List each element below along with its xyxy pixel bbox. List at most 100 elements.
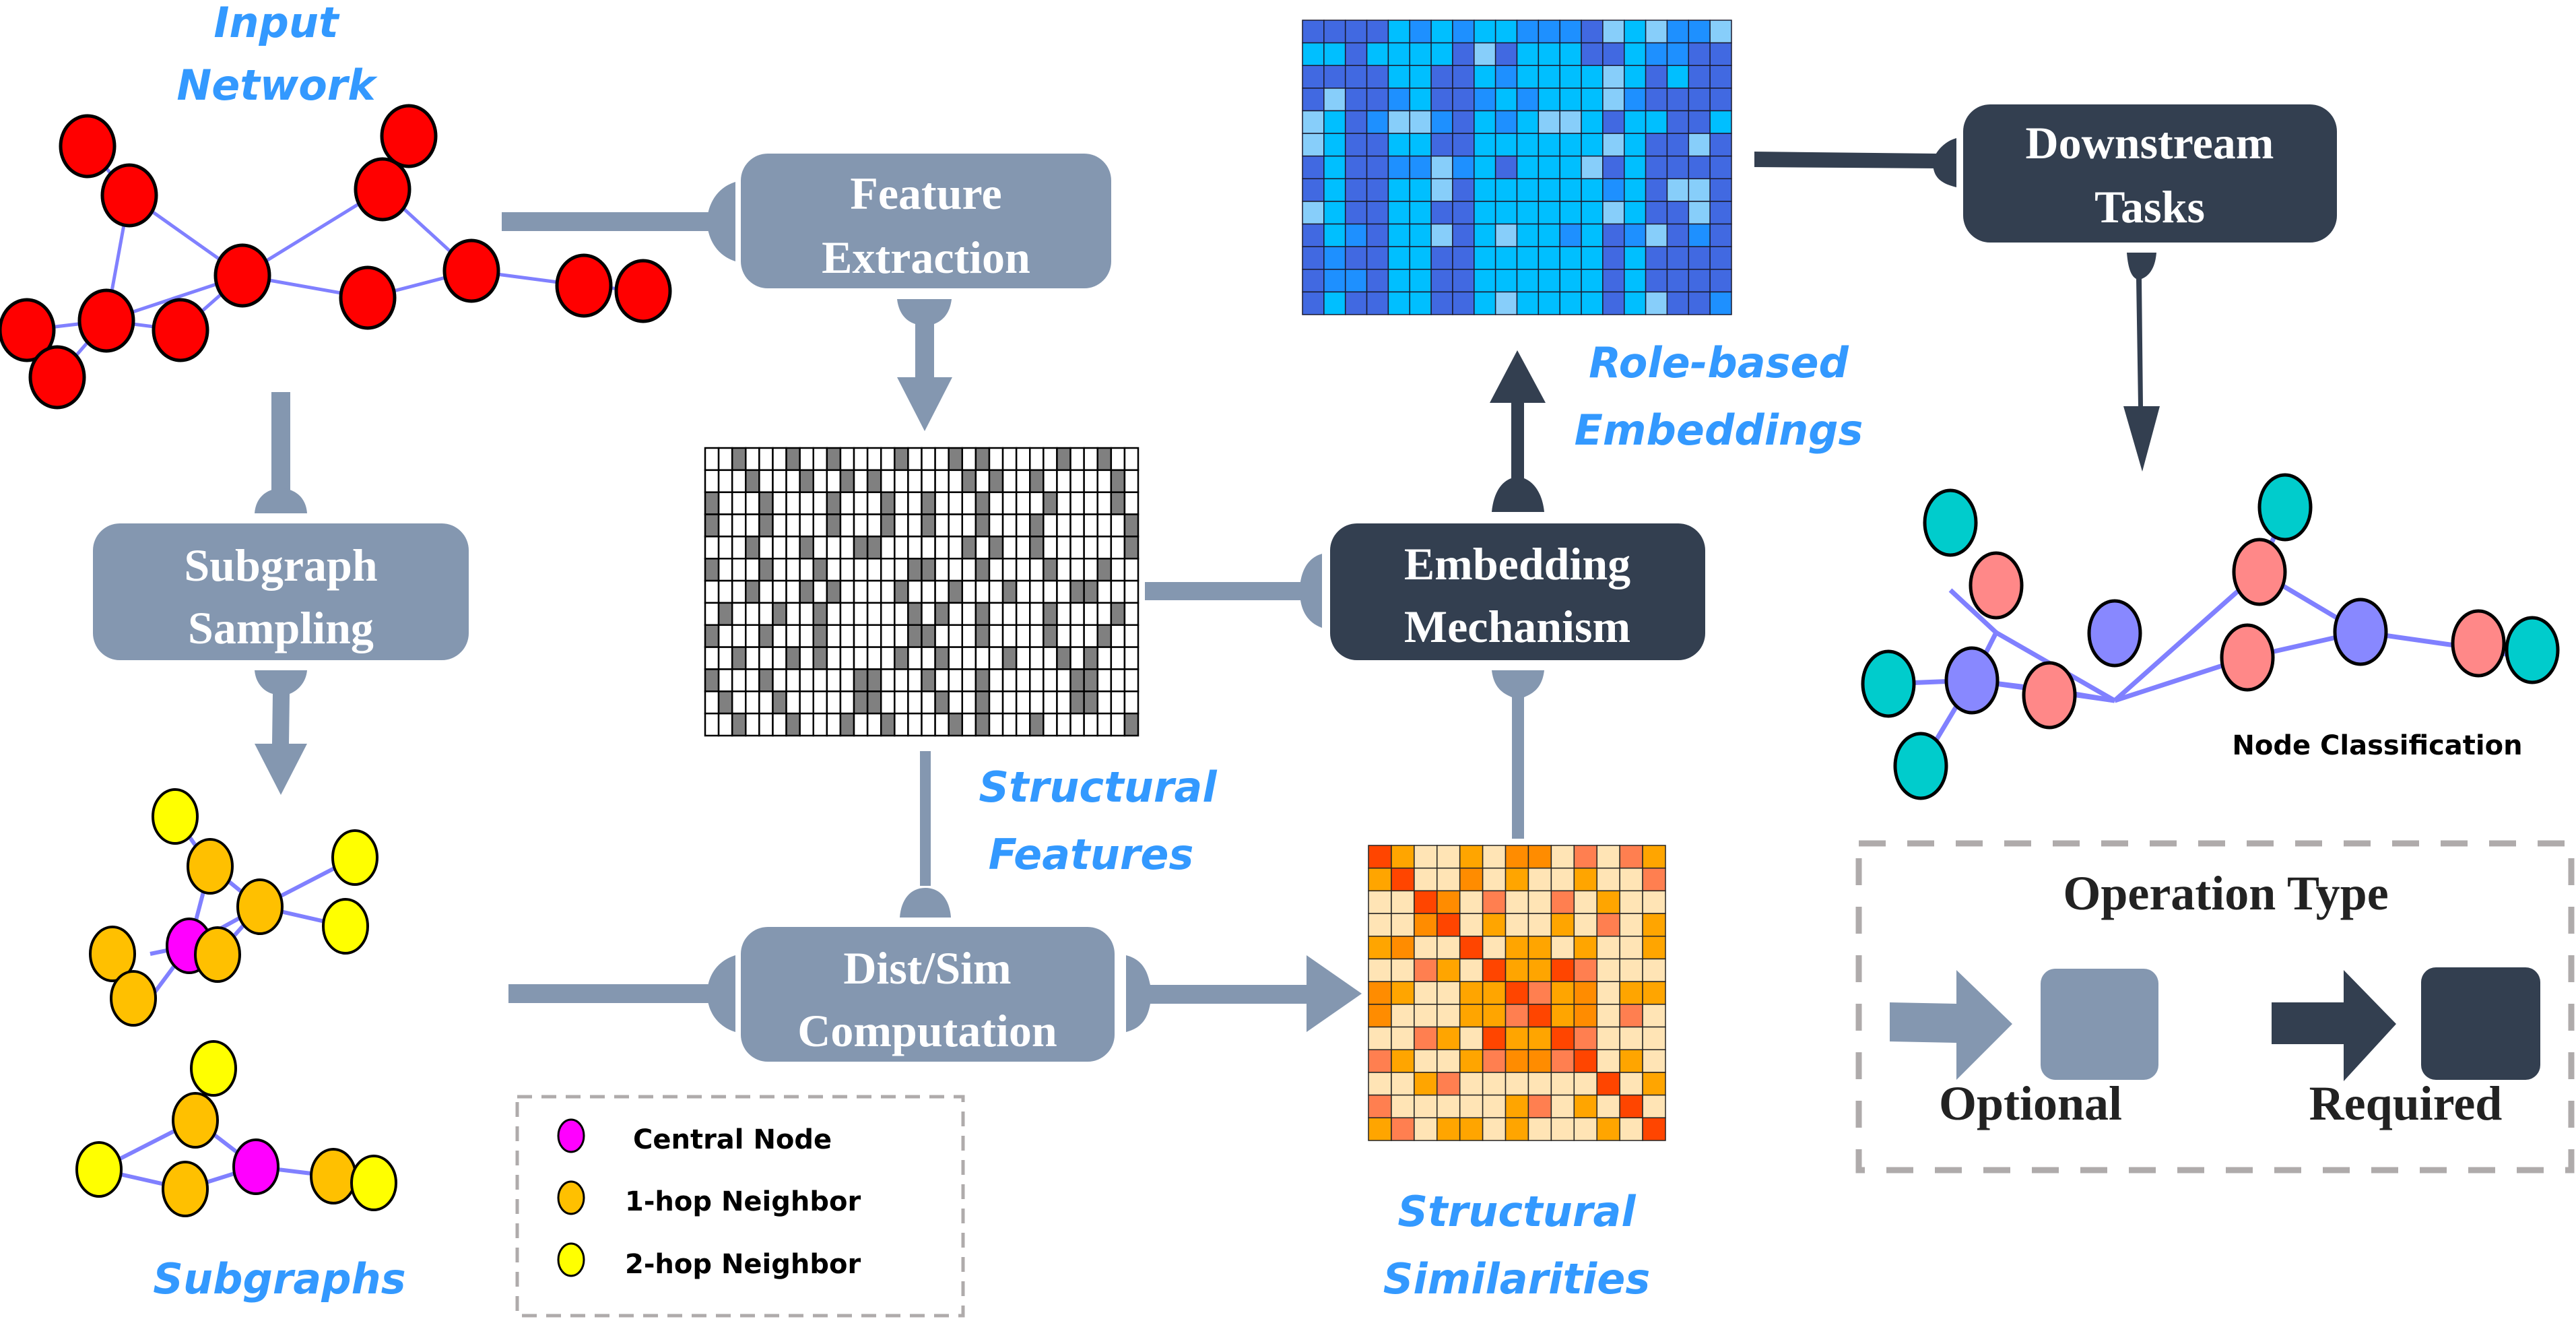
feature-cell <box>1096 447 1113 472</box>
feature-cell <box>948 557 964 582</box>
feature-cell <box>785 579 801 604</box>
feature-cell <box>1043 624 1058 648</box>
embedding-cell <box>1538 42 1560 66</box>
embedding-cell <box>1366 88 1389 112</box>
feature-cell <box>812 579 828 604</box>
feature-cell <box>948 447 964 472</box>
similarity-cell <box>1482 1049 1507 1073</box>
embedding-cell <box>1409 110 1432 134</box>
similarity-cell <box>1642 867 1666 892</box>
embedding-cell <box>1409 20 1432 44</box>
feature-cell <box>853 690 869 715</box>
node-legend-item-central: Central Node <box>557 1118 832 1155</box>
feature-cell <box>704 447 720 472</box>
feature-cell <box>1123 536 1140 560</box>
label-structural-similarities-line1: Structural <box>1397 1187 1636 1236</box>
feature-cell <box>853 602 869 626</box>
feature-cell <box>961 536 977 560</box>
feature-cell <box>839 536 855 560</box>
feature-cell <box>907 469 923 493</box>
feature-cell <box>907 557 923 582</box>
embedding-cell <box>1323 178 1346 202</box>
feature-cell <box>1043 579 1058 604</box>
embedding-cell <box>1538 223 1560 247</box>
similarity-cell <box>1505 936 1529 960</box>
feature-cell <box>988 513 1004 538</box>
embedding-cell <box>1409 246 1432 270</box>
box-dist-sim-computation[interactable]: Dist/Sim Computation <box>741 927 1115 1062</box>
node-legend-label-one-hop: 1-hop Neighbor <box>625 1186 861 1217</box>
optional-arrow-icon <box>1890 970 2012 1080</box>
embedding-cell <box>1709 201 1732 225</box>
feature-cell <box>1043 646 1058 670</box>
similarity-cell <box>1619 1094 1643 1119</box>
feature-cell <box>907 491 923 515</box>
one-hop-node <box>310 1148 357 1204</box>
similarity-cell <box>1505 1072 1529 1096</box>
feature-cell <box>1056 602 1071 626</box>
embedding-cell <box>1323 201 1346 225</box>
embedding-cell <box>1666 42 1690 66</box>
similarity-cell <box>1482 936 1507 960</box>
feature-cell <box>961 579 977 604</box>
embedding-cell <box>1409 155 1432 180</box>
embedding-cell <box>1645 246 1668 270</box>
similarity-cell <box>1391 867 1415 892</box>
embedding-cell <box>1302 20 1325 44</box>
feature-cell <box>1029 646 1045 670</box>
embedding-cell <box>1452 201 1475 225</box>
feature-cell <box>880 712 896 737</box>
similarity-cell <box>1391 936 1415 960</box>
embedding-cell <box>1430 269 1453 293</box>
embedding-cell <box>1387 133 1410 157</box>
similarity-cell <box>1436 845 1461 869</box>
feature-cell <box>826 557 842 582</box>
embedding-cell <box>1387 269 1410 293</box>
feature-cell <box>1110 668 1126 693</box>
feature-cell <box>1001 646 1018 670</box>
embedding-cell <box>1581 223 1604 247</box>
feature-cell <box>866 536 882 560</box>
two-hop-node <box>322 898 369 955</box>
feature-cell <box>772 536 787 560</box>
embedding-cell <box>1559 133 1582 157</box>
similarity-cell <box>1642 890 1666 914</box>
feature-cell <box>975 536 991 560</box>
embedding-cell <box>1516 178 1540 202</box>
box-subgraph-sampling[interactable]: Subgraph Sampling <box>93 523 469 660</box>
box-downstream-tasks[interactable]: Downstream Tasks <box>1963 104 2337 243</box>
similarity-cell <box>1436 1004 1461 1028</box>
feature-cell <box>853 513 869 538</box>
feature-cell <box>1110 513 1126 538</box>
label-structural-features-line2: Features <box>989 830 1194 879</box>
similarity-cell <box>1436 913 1461 937</box>
similarity-cell <box>1619 867 1643 892</box>
embedding-cell <box>1645 110 1668 134</box>
feature-cell <box>1110 447 1126 472</box>
graph-node <box>442 238 500 303</box>
similarity-cell <box>1436 1026 1461 1050</box>
feature-cell <box>1043 690 1058 715</box>
embedding-cell <box>1516 246 1540 270</box>
embedding-cell <box>1624 42 1647 66</box>
feature-cell <box>866 513 882 538</box>
feature-cell <box>731 536 747 560</box>
graph-node <box>100 163 158 228</box>
embedding-cell <box>1666 110 1690 134</box>
class-node <box>2505 616 2560 684</box>
feature-cell <box>758 513 774 538</box>
arrow-feature-extraction-to-matrix <box>897 299 952 431</box>
feature-cell <box>948 668 964 693</box>
embedding-cell <box>1474 20 1496 44</box>
box-embedding-mechanism[interactable]: Embedding Mechanism <box>1330 523 1705 660</box>
box-feature-extraction[interactable]: Feature Extraction <box>741 154 1111 288</box>
two-hop-node <box>75 1141 123 1198</box>
similarity-cell <box>1436 1094 1461 1119</box>
feature-cell <box>1083 579 1098 604</box>
embedding-cell <box>1494 291 1518 315</box>
similarity-cell <box>1527 1094 1552 1119</box>
feature-cell <box>975 712 991 737</box>
feature-cell <box>731 513 747 538</box>
feature-cell <box>934 712 950 737</box>
embedding-cell <box>1666 133 1690 157</box>
